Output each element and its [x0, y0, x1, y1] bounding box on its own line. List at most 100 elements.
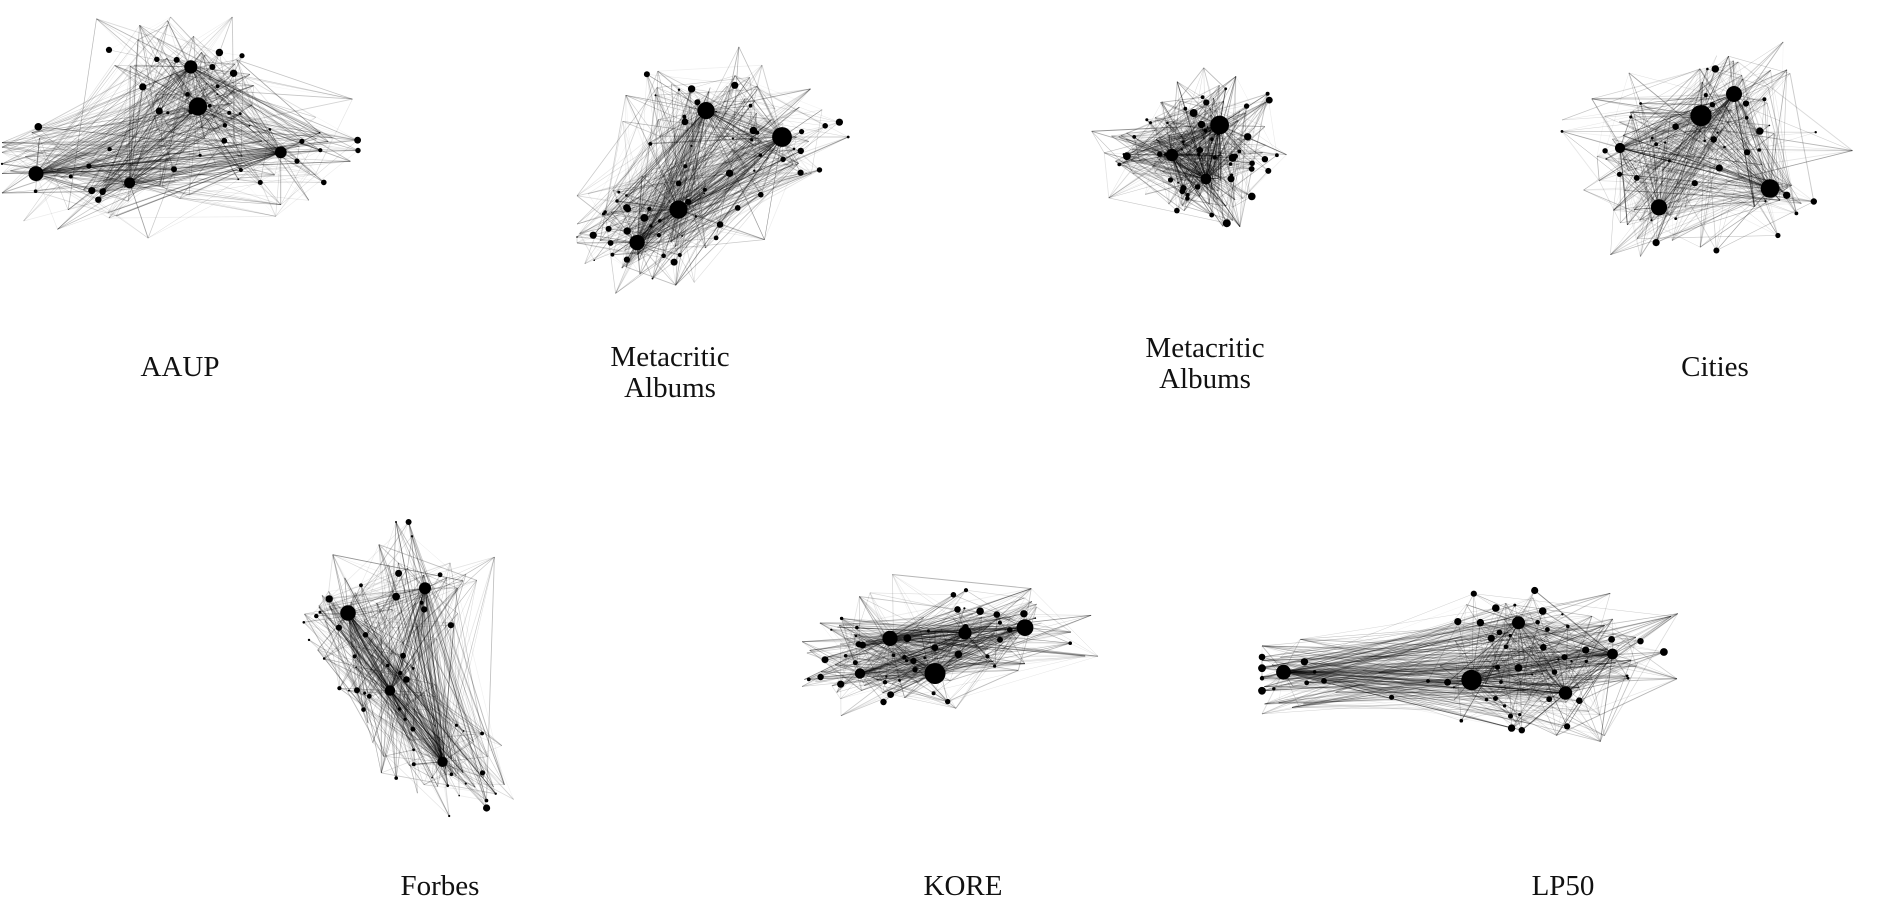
network-edge: [176, 74, 239, 180]
network-edge: [38, 126, 281, 153]
network-edge: [808, 632, 888, 680]
network-edge: [1205, 178, 1241, 227]
network-edge: [1624, 137, 1653, 191]
network-edge: [576, 176, 643, 238]
network-edge: [1205, 163, 1253, 180]
network-edge: [610, 209, 679, 213]
network-edge: [1205, 97, 1214, 180]
network-edge: [209, 105, 230, 114]
network-edge: [678, 140, 762, 210]
network-edge: [1624, 131, 1816, 191]
network-edge: [1561, 130, 1760, 151]
network-edge: [1171, 154, 1213, 216]
network-edge: [389, 580, 477, 691]
network-edge: [241, 91, 309, 201]
network-edge: [738, 46, 783, 138]
network-edge: [673, 113, 757, 263]
network-edge: [646, 74, 706, 248]
network-edge: [442, 730, 464, 762]
network-edge: [1746, 152, 1755, 207]
network-edge: [1604, 116, 1621, 149]
network-edge: [1639, 93, 1735, 183]
network-edge: [671, 83, 679, 210]
network-edge: [655, 148, 760, 201]
network-edge: [652, 85, 736, 279]
network-edge: [355, 667, 401, 674]
network-edge: [421, 723, 468, 760]
network-edge: [355, 587, 426, 693]
network-edge: [695, 110, 707, 217]
network-node: [88, 187, 96, 195]
network-edge: [175, 152, 281, 182]
network-edge: [1715, 68, 1742, 76]
network-edge: [705, 110, 808, 174]
network-edge: [1205, 178, 1252, 197]
network-edge: [705, 110, 799, 164]
network-edge: [636, 148, 795, 243]
network-edge: [124, 91, 242, 188]
network-edge: [424, 588, 437, 639]
network-edge: [732, 138, 771, 148]
network-edge: [636, 166, 686, 243]
network-edge: [1724, 146, 1779, 236]
network-edge: [332, 603, 382, 637]
network-edge: [35, 112, 169, 175]
network-edge: [678, 116, 685, 210]
network-edge: [1205, 97, 1214, 180]
network-edge: [1619, 147, 1789, 194]
network-edge: [424, 588, 437, 727]
network-node: [86, 163, 92, 169]
network-edge: [648, 208, 683, 237]
network-edge: [383, 521, 397, 757]
network-node: [1177, 181, 1180, 184]
network-edge: [387, 665, 514, 800]
network-edge: [1622, 115, 1702, 160]
network-edge: [1636, 61, 1739, 179]
network-edge: [1176, 81, 1220, 126]
network-edge: [680, 172, 801, 216]
network-edge: [352, 646, 436, 685]
network-edge: [1622, 93, 1735, 136]
network-edge: [347, 597, 422, 614]
network-edge: [109, 148, 201, 156]
network-edge: [236, 59, 353, 100]
network-edge: [608, 216, 696, 230]
network-edge: [399, 684, 436, 710]
network-edge: [1675, 115, 1702, 219]
network-edge: [734, 75, 823, 111]
network-node: [799, 129, 805, 135]
network-edge: [1155, 117, 1193, 140]
network-edge: [1179, 149, 1183, 173]
network-edge: [407, 568, 440, 711]
network-edge: [161, 129, 220, 187]
network-edge: [625, 95, 679, 210]
network-edge: [1108, 155, 1213, 199]
network-edge: [364, 692, 443, 762]
network-edge: [378, 716, 483, 734]
network-edge: [1230, 153, 1246, 180]
network-edge: [1698, 158, 1771, 189]
network-edge: [1167, 124, 1220, 151]
network-edge: [35, 55, 243, 174]
network-edge: [124, 66, 192, 188]
network-edge: [109, 112, 230, 150]
network-edge: [431, 684, 436, 778]
network-edge: [734, 85, 754, 131]
network-edge: [35, 137, 205, 174]
network-edge: [280, 140, 358, 205]
network-edge: [362, 596, 397, 707]
network-edge: [129, 145, 300, 184]
network-edge: [1091, 131, 1173, 156]
network-edge: [1598, 115, 1702, 181]
network-edge: [1613, 169, 1654, 211]
network-edge: [35, 173, 117, 217]
network-edge: [636, 85, 758, 243]
network-edge: [1669, 93, 1735, 216]
network-edge: [1205, 136, 1248, 180]
network-node: [405, 519, 412, 525]
network-edge: [35, 83, 208, 174]
network-edge: [657, 70, 680, 91]
network-edge: [35, 173, 129, 202]
network-edge: [576, 166, 686, 238]
network-edge: [35, 112, 230, 174]
